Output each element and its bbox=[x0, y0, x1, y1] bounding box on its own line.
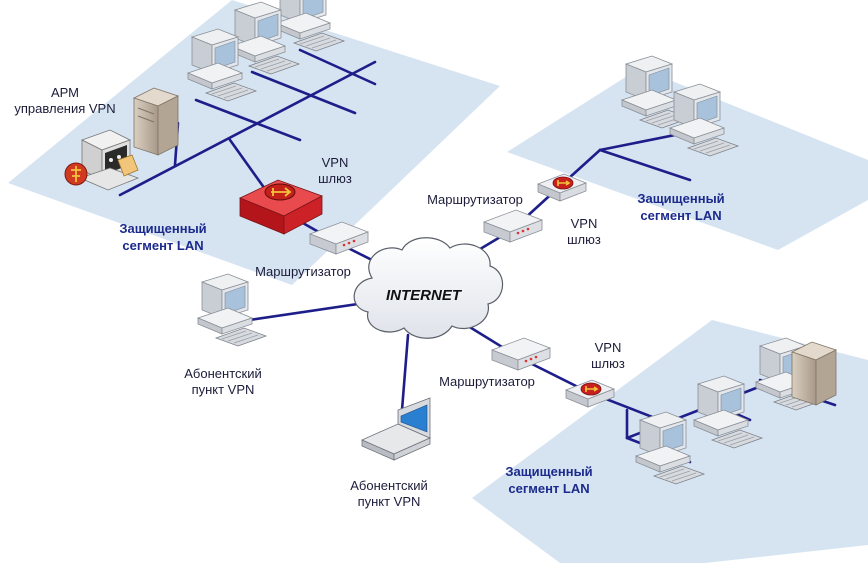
vpn-admin-workstation-icon bbox=[64, 129, 140, 191]
subscriber-label-line2: пункт VPN bbox=[191, 382, 255, 397]
server-icon bbox=[132, 87, 180, 156]
segment-label: Защищенный сегмент LAN bbox=[98, 220, 228, 254]
segment-label-line1: Защищенный bbox=[119, 221, 207, 236]
segment-label-line2: сегмент LAN bbox=[640, 208, 722, 223]
router-label: Маршрутизатор bbox=[439, 374, 535, 389]
lan-zone-top-right bbox=[507, 68, 868, 250]
vpn-gateway-label-line1: VPN bbox=[321, 155, 349, 170]
router-label: Маршрутизатор bbox=[255, 264, 351, 279]
vpn-gateway-icon bbox=[239, 179, 323, 235]
segment-label-line1: Защищенный bbox=[637, 191, 725, 206]
subscriber-label-line2: пункт VPN bbox=[357, 494, 421, 509]
vpn-gateway-label-line2: шлюз bbox=[567, 232, 601, 247]
subscriber-label: Абонентский пункт VPN bbox=[324, 478, 454, 510]
vpn-gateway-label-line1: VPN bbox=[570, 216, 598, 231]
router-icon bbox=[491, 337, 551, 371]
subscriber-label: Абонентский пункт VPN bbox=[158, 366, 288, 398]
lan-zone-top-left bbox=[8, 0, 500, 285]
server-icon bbox=[790, 341, 838, 406]
vpn-gateway-label-line1: VPN bbox=[594, 340, 622, 355]
segment-label-line2: сегмент LAN bbox=[508, 481, 590, 496]
arm-label-line1: АРМ bbox=[50, 85, 80, 100]
arm-label: АРМ управления VPN bbox=[0, 85, 130, 117]
router-label: Маршрутизатор bbox=[427, 192, 523, 207]
internet-cloud-icon bbox=[353, 237, 504, 339]
internet-label: INTERNET bbox=[386, 287, 461, 304]
vpn-gateway-label: VPN шлюз bbox=[578, 340, 638, 372]
laptop-icon bbox=[361, 397, 431, 461]
router-icon bbox=[483, 209, 543, 243]
arm-label-line2: управления VPN bbox=[14, 101, 116, 116]
subscriber-label-line1: Абонентский bbox=[350, 478, 428, 493]
subscriber-workstation-icon bbox=[197, 273, 267, 347]
vpn-gateway-icon bbox=[537, 173, 587, 202]
vpn-gateway-label: VPN шлюз bbox=[305, 155, 365, 187]
segment-label-line2: сегмент LAN bbox=[122, 238, 204, 253]
vpn-gateway-label-line2: шлюз bbox=[591, 356, 625, 371]
subscriber-label-line1: Абонентский bbox=[184, 366, 262, 381]
segment-label: Защищенный сегмент LAN bbox=[484, 463, 614, 497]
vpn-gateway-label: VPN шлюз bbox=[554, 216, 614, 248]
vpn-gateway-label-line2: шлюз bbox=[318, 171, 352, 186]
segment-label: Защищенный сегмент LAN bbox=[616, 190, 746, 224]
segment-label-line1: Защищенный bbox=[505, 464, 593, 479]
